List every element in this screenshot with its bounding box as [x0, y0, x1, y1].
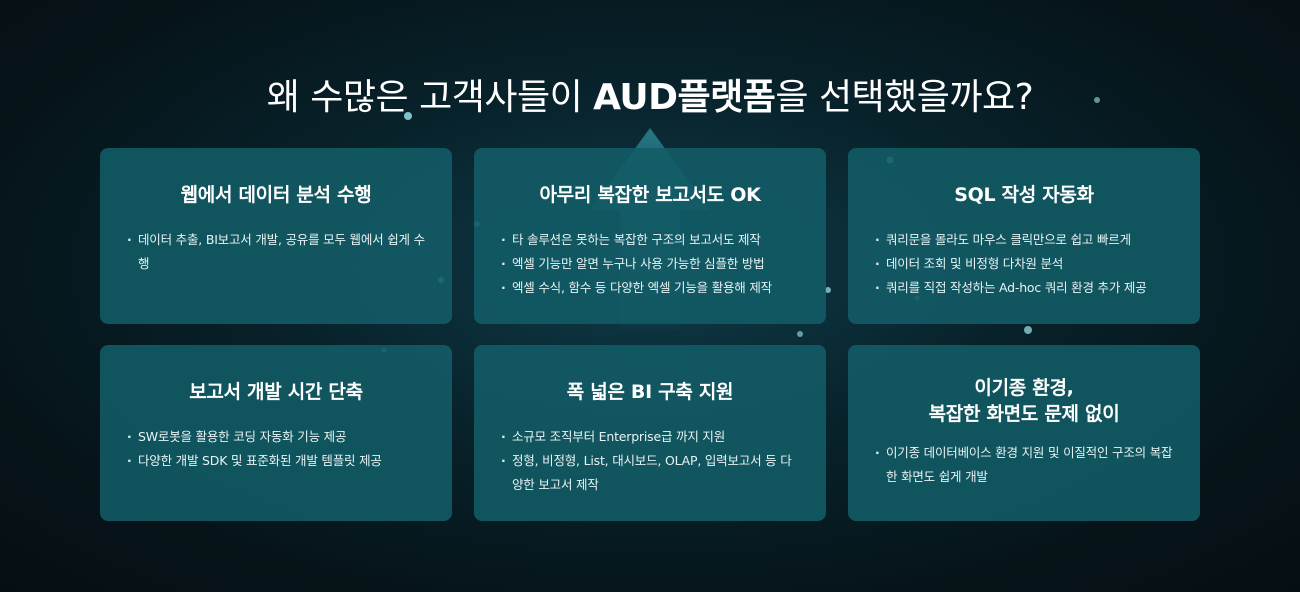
title-brand: AUD플랫폼	[593, 77, 776, 118]
feature-card-bi-support: 폭 넓은 BI 구축 지원 소규모 조직부터 Enterprise급 까지 지원…	[474, 345, 826, 521]
card-bullet-list: 소규모 조직부터 Enterprise급 까지 지원 정형, 비정형, List…	[500, 425, 800, 497]
card-bullet: 정형, 비정형, List, 대시보드, OLAP, 입력보고서 등 다양한 보…	[500, 449, 800, 497]
page-title: 왜 수많은 고객사들이 AUD플랫폼을 선택했을까요?	[0, 68, 1300, 120]
card-bullet: 엑셀 기능만 알면 누구나 사용 가능한 심플한 방법	[500, 252, 800, 276]
card-bullet: 데이터 조회 및 비정형 다차원 분석	[874, 252, 1174, 276]
card-bullet-list: 데이터 추출, BI보고서 개발, 공유를 모두 웹에서 쉽게 수행	[126, 228, 426, 276]
card-bullet: 엑셀 수식, 함수 등 다양한 엑셀 기능을 활용해 제작	[500, 276, 800, 300]
card-bullet-list: SW로봇을 활용한 코딩 자동화 기능 제공 다양한 개발 SDK 및 표준화된…	[126, 425, 426, 473]
feature-card-sql-automation: SQL 작성 자동화 쿼리문을 몰라도 마우스 클릭만으로 쉽고 빠르게 데이터…	[848, 148, 1200, 324]
card-bullet: 쿼리문을 몰라도 마우스 클릭만으로 쉽고 빠르게	[874, 228, 1174, 252]
card-bullet: 이기종 데이터베이스 환경 지원 및 이질적인 구조의 복잡한 화면도 쉽게 개…	[874, 441, 1174, 489]
card-title: 보고서 개발 시간 단축	[189, 381, 363, 403]
card-title-line: 이기종 환경,	[974, 377, 1074, 399]
feature-card-dev-time: 보고서 개발 시간 단축 SW로봇을 활용한 코딩 자동화 기능 제공 다양한 …	[100, 345, 452, 521]
card-title: 웹에서 데이터 분석 수행	[180, 184, 372, 206]
card-bullet: SW로봇을 활용한 코딩 자동화 기능 제공	[126, 425, 426, 449]
title-part-2: 을 선택했을까요?	[775, 77, 1034, 118]
feature-card-web-analysis: 웹에서 데이터 분석 수행 데이터 추출, BI보고서 개발, 공유를 모두 웹…	[100, 148, 452, 324]
card-title-line: 복잡한 화면도 문제 없이	[928, 403, 1120, 425]
card-title: SQL 작성 자동화	[954, 184, 1094, 206]
card-bullet: 소규모 조직부터 Enterprise급 까지 지원	[500, 425, 800, 449]
card-bullet: 다양한 개발 SDK 및 표준화된 개발 템플릿 제공	[126, 449, 426, 473]
title-part-1: 왜 수많은 고객사들이	[266, 77, 594, 118]
card-bullet: 데이터 추출, BI보고서 개발, 공유를 모두 웹에서 쉽게 수행	[126, 228, 426, 276]
card-title: 이기종 환경, 복잡한 화면도 문제 없이	[874, 375, 1174, 427]
card-bullet-list: 이기종 데이터베이스 환경 지원 및 이질적인 구조의 복잡한 화면도 쉽게 개…	[874, 441, 1174, 489]
feature-card-complex-report: 아무리 복잡한 보고서도 OK 타 솔루션은 못하는 복잡한 구조의 보고서도 …	[474, 148, 826, 324]
card-bullet-list: 쿼리문을 몰라도 마우스 클릭만으로 쉽고 빠르게 데이터 조회 및 비정형 다…	[874, 228, 1174, 300]
card-bullet: 타 솔루션은 못하는 복잡한 구조의 보고서도 제작	[500, 228, 800, 252]
feature-card-heterogeneous: 이기종 환경, 복잡한 화면도 문제 없이 이기종 데이터베이스 환경 지원 및…	[848, 345, 1200, 521]
card-bullet-list: 타 솔루션은 못하는 복잡한 구조의 보고서도 제작 엑셀 기능만 알면 누구나…	[500, 228, 800, 300]
card-title: 폭 넓은 BI 구축 지원	[566, 381, 734, 403]
card-bullet: 쿼리를 직접 작성하는 Ad-hoc 쿼리 환경 추가 제공	[874, 276, 1174, 300]
card-title: 아무리 복잡한 보고서도 OK	[539, 184, 761, 206]
